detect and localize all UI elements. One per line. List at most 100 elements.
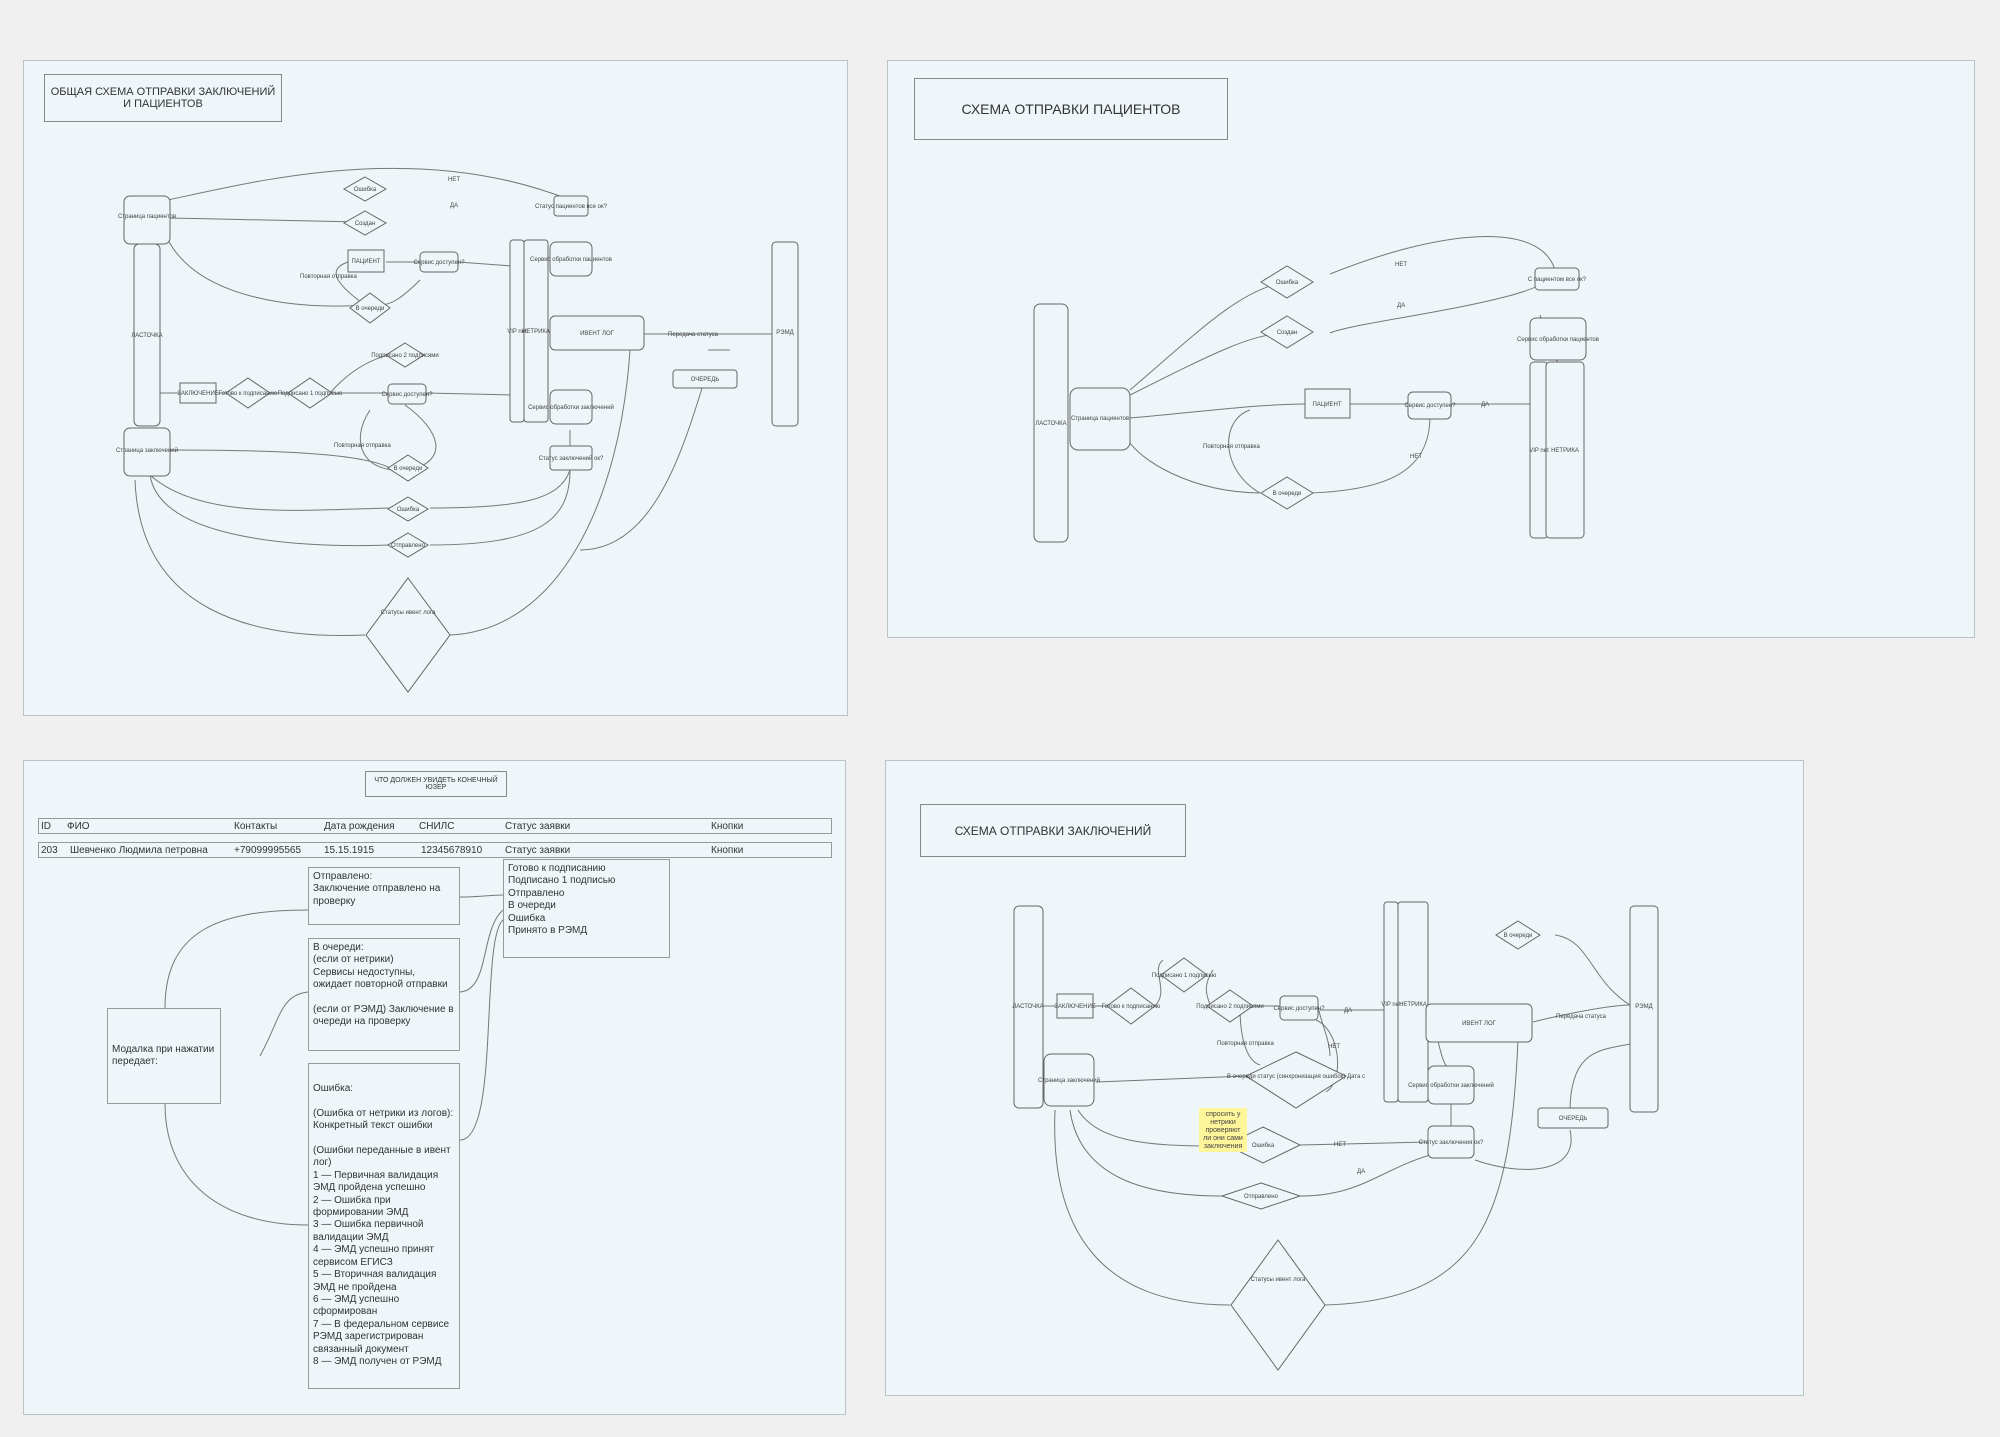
frame4-sent: Отправлено: [1244, 1194, 1279, 1200]
frame1-in-queue1: В очереди: [356, 306, 385, 312]
svg-text:VIP net: VIP net: [507, 329, 527, 335]
svg-text:ЗАКЛЮЧЕНИЕ: ЗАКЛЮЧЕНИЕ: [177, 391, 219, 397]
svg-text:Статус заключений ок?: Статус заключений ок?: [539, 455, 604, 462]
frame1-service-available1: Сервис доступен?: [413, 260, 465, 266]
svg-text:Статусы ивент лога: Статусы ивент лога: [1251, 1277, 1306, 1283]
svg-text:Передача статуса: Передача статуса: [1556, 1014, 1607, 1020]
svg-text:Готово к подписанию: Готово к подписанию: [219, 391, 278, 397]
svg-text:В очереди: В очереди: [1504, 933, 1533, 939]
svg-text:Статус пациентов все ок?: Статус пациентов все ок?: [535, 204, 608, 210]
svg-text:Создан: Создан: [355, 221, 375, 227]
svg-text:Передача статуса: Передача статуса: [668, 332, 719, 338]
svg-text:Ошибка: Ошибка: [1276, 280, 1299, 286]
svg-text:В очереди статус (синхронизаци: В очереди статус (синхронизация ошибок) …: [1227, 1074, 1365, 1080]
frame1-vip: VIP net: [507, 329, 527, 335]
frame2-service-available: Сервис доступен?: [1404, 403, 1456, 409]
frame2-metrika: НЕТРИКА: [1551, 448, 1579, 454]
frame1-signed1: Подписано 1 подписью: [278, 391, 343, 397]
svg-text:ДА: ДА: [1344, 1008, 1352, 1014]
svg-text:НЕТ: НЕТ: [1334, 1142, 1346, 1148]
sticky-note: спросить у нетрики проверяют ли они сами…: [1199, 1108, 1247, 1152]
frame2-patients-page: Страница пациентов: [1071, 416, 1129, 422]
svg-text:ДА: ДА: [450, 203, 458, 209]
frame4-queue: ОЧЕРЕДЬ: [1559, 1116, 1588, 1122]
header-contacts: Контакты: [234, 821, 278, 832]
cell-status[interactable]: Статус заявки: [505, 845, 571, 856]
frame4-queue-status: В очереди статус (синхронизация ошибок) …: [1227, 1074, 1365, 1080]
svg-text:Подписано 2 подписями: Подписано 2 подписями: [371, 353, 439, 359]
svg-text:ПАЦИЕНТ: ПАЦИЕНТ: [1312, 402, 1341, 408]
cell-buttons[interactable]: Кнопки: [711, 845, 744, 856]
frame1-retry1: Повторная отправка: [300, 274, 357, 280]
svg-text:Сервис доступен?: Сервис доступен?: [381, 392, 433, 398]
svg-text:ЛАСТОЧКА: ЛАСТОЧКА: [1035, 421, 1066, 427]
frame1-in-queue2: В очереди: [394, 466, 423, 472]
frame4-event-log: ИВЕНТ ЛОГ: [1462, 1021, 1497, 1027]
frame4-yes-label: ДА: [1344, 1008, 1352, 1014]
frame2-created: Создан: [1277, 330, 1297, 336]
frame1-event-log: ИВЕНТ ЛОГ: [580, 331, 615, 337]
svg-text:VIP net: VIP net: [1381, 1002, 1401, 1008]
frame2-status-q: С пациентом все ок?: [1528, 277, 1587, 283]
frame4-no-label-2: НЕТ: [1334, 1142, 1346, 1148]
svg-text:Повторная отправка: Повторная отправка: [300, 274, 357, 280]
frame4-conclusions-page: Страница заключений: [1038, 1077, 1100, 1084]
header-birthdate: Дата рождения: [324, 821, 395, 832]
svg-text:ДА: ДА: [1397, 303, 1405, 309]
frame4-retry: Повторная отправка: [1217, 1041, 1274, 1047]
header-status: Статус заявки: [505, 821, 571, 832]
svg-text:VIP net: VIP net: [1529, 448, 1549, 454]
frame1-created: Создан: [355, 221, 375, 227]
frame4-statuses: Статусы ивент лога: [1251, 1277, 1306, 1283]
svg-text:Статус заключения ок?: Статус заключения ок?: [1419, 1140, 1484, 1146]
svg-text:НЕТРИКА: НЕТРИКА: [522, 329, 550, 335]
frame4-no-label: НЕТ: [1328, 1044, 1340, 1050]
header-snils: СНИЛС: [419, 821, 455, 832]
frame1-lastochka: ЛАСТОЧКА: [131, 333, 162, 339]
frame1-remd: РЭМД: [776, 330, 793, 336]
svg-text:Сервис обработки заключений: Сервис обработки заключений: [1408, 1082, 1494, 1089]
svg-text:Сервис доступен?: Сервис доступен?: [1404, 403, 1456, 409]
frame1-conclusion: ЗАКЛЮЧЕНИЕ: [177, 391, 219, 397]
svg-text:НЕТРИКА: НЕТРИКА: [1399, 1002, 1427, 1008]
svg-text:Отправлено: Отправлено: [1244, 1194, 1279, 1200]
svg-text:ДА: ДА: [1357, 1169, 1365, 1175]
frame1-statuses: Статусы ивент лога: [381, 610, 436, 616]
frame4-signed1: Подписано 1 подписью: [1152, 973, 1217, 979]
frame1-no-label: НЕТ: [448, 177, 460, 183]
svg-text:Подписано 1 подписью: Подписано 1 подписью: [278, 391, 343, 397]
status-options-dropdown[interactable]: Готово к подписанию Подписано 1 подписью…: [503, 859, 670, 958]
header-buttons: Кнопки: [711, 821, 744, 832]
frame1-retry2: Повторная отправка: [334, 443, 391, 449]
frame2-lastochka: ЛАСТОЧКА: [1035, 421, 1066, 427]
cell-snils: 12345678910: [421, 845, 483, 856]
frame3-title: ЧТО ДОЛЖЕН УВИДЕТЬ КОНЕЧНЫЙ ЮЗЕР: [365, 771, 507, 797]
svg-text:ЛАСТОЧКА: ЛАСТОЧКА: [1012, 1004, 1043, 1010]
frame2-error: Ошибка: [1276, 280, 1299, 286]
svg-text:Страница заключений: Страница заключений: [116, 447, 178, 454]
frame4-signed2: Подписано 2 подписями: [1196, 1004, 1264, 1010]
table-row[interactable]: [38, 842, 832, 858]
svg-text:В очереди: В очереди: [394, 466, 423, 472]
svg-text:Ошибка: Ошибка: [354, 187, 377, 193]
svg-text:РЭМД: РЭМД: [776, 330, 793, 336]
frame2-yes-label: ДА: [1481, 402, 1489, 408]
frame4-title: СХЕМА ОТПРАВКИ ЗАКЛЮЧЕНИЙ: [920, 804, 1186, 857]
svg-text:Повторная отправка: Повторная отправка: [1217, 1041, 1274, 1047]
frame4-lastochka: ЛАСТОЧКА: [1012, 1004, 1043, 1010]
frame1-patients-page: Страница пациентов: [118, 214, 176, 220]
frame1-signed2: Подписано 2 подписями: [371, 353, 439, 359]
svg-text:Ошибка: Ошибка: [397, 507, 420, 513]
frame1-title: ОБЩАЯ СХЕМА ОТПРАВКИ ЗАКЛЮЧЕНИЙ И ПАЦИЕН…: [44, 74, 282, 122]
frame1-patients-service: Сервис обработки пациентов: [530, 257, 612, 263]
svg-text:Страница заключений: Страница заключений: [1038, 1077, 1100, 1084]
queue-description-box: В очереди: (если от нетрики) Сервисы нед…: [308, 938, 460, 1051]
cell-fio: Шевченко Людмила петровна: [70, 845, 208, 856]
error-description-box: Ошибка: (Ошибка от нетрики из логов): Ко…: [308, 1063, 460, 1389]
svg-text:Подписано 2 подписями: Подписано 2 подписями: [1196, 1004, 1264, 1010]
frame4-remd: РЭМД: [1635, 1004, 1652, 1010]
frame2-no-label: НЕТ: [1410, 454, 1422, 460]
svg-text:Страница пациентов: Страница пациентов: [118, 214, 176, 220]
svg-text:ИВЕНТ ЛОГ: ИВЕНТ ЛОГ: [580, 331, 615, 337]
frame4-yes-label-2: ДА: [1357, 1169, 1365, 1175]
